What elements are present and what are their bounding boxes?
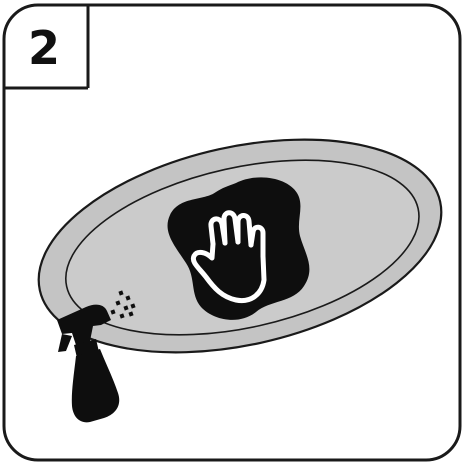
step-number: 2	[28, 21, 60, 75]
spray-droplets	[110, 290, 136, 319]
cleaning-cloth-icon	[167, 177, 310, 320]
spray-bottle-icon	[57, 304, 120, 423]
wiping-hand-icon	[190, 210, 267, 304]
step-number-box: 2	[4, 5, 90, 90]
